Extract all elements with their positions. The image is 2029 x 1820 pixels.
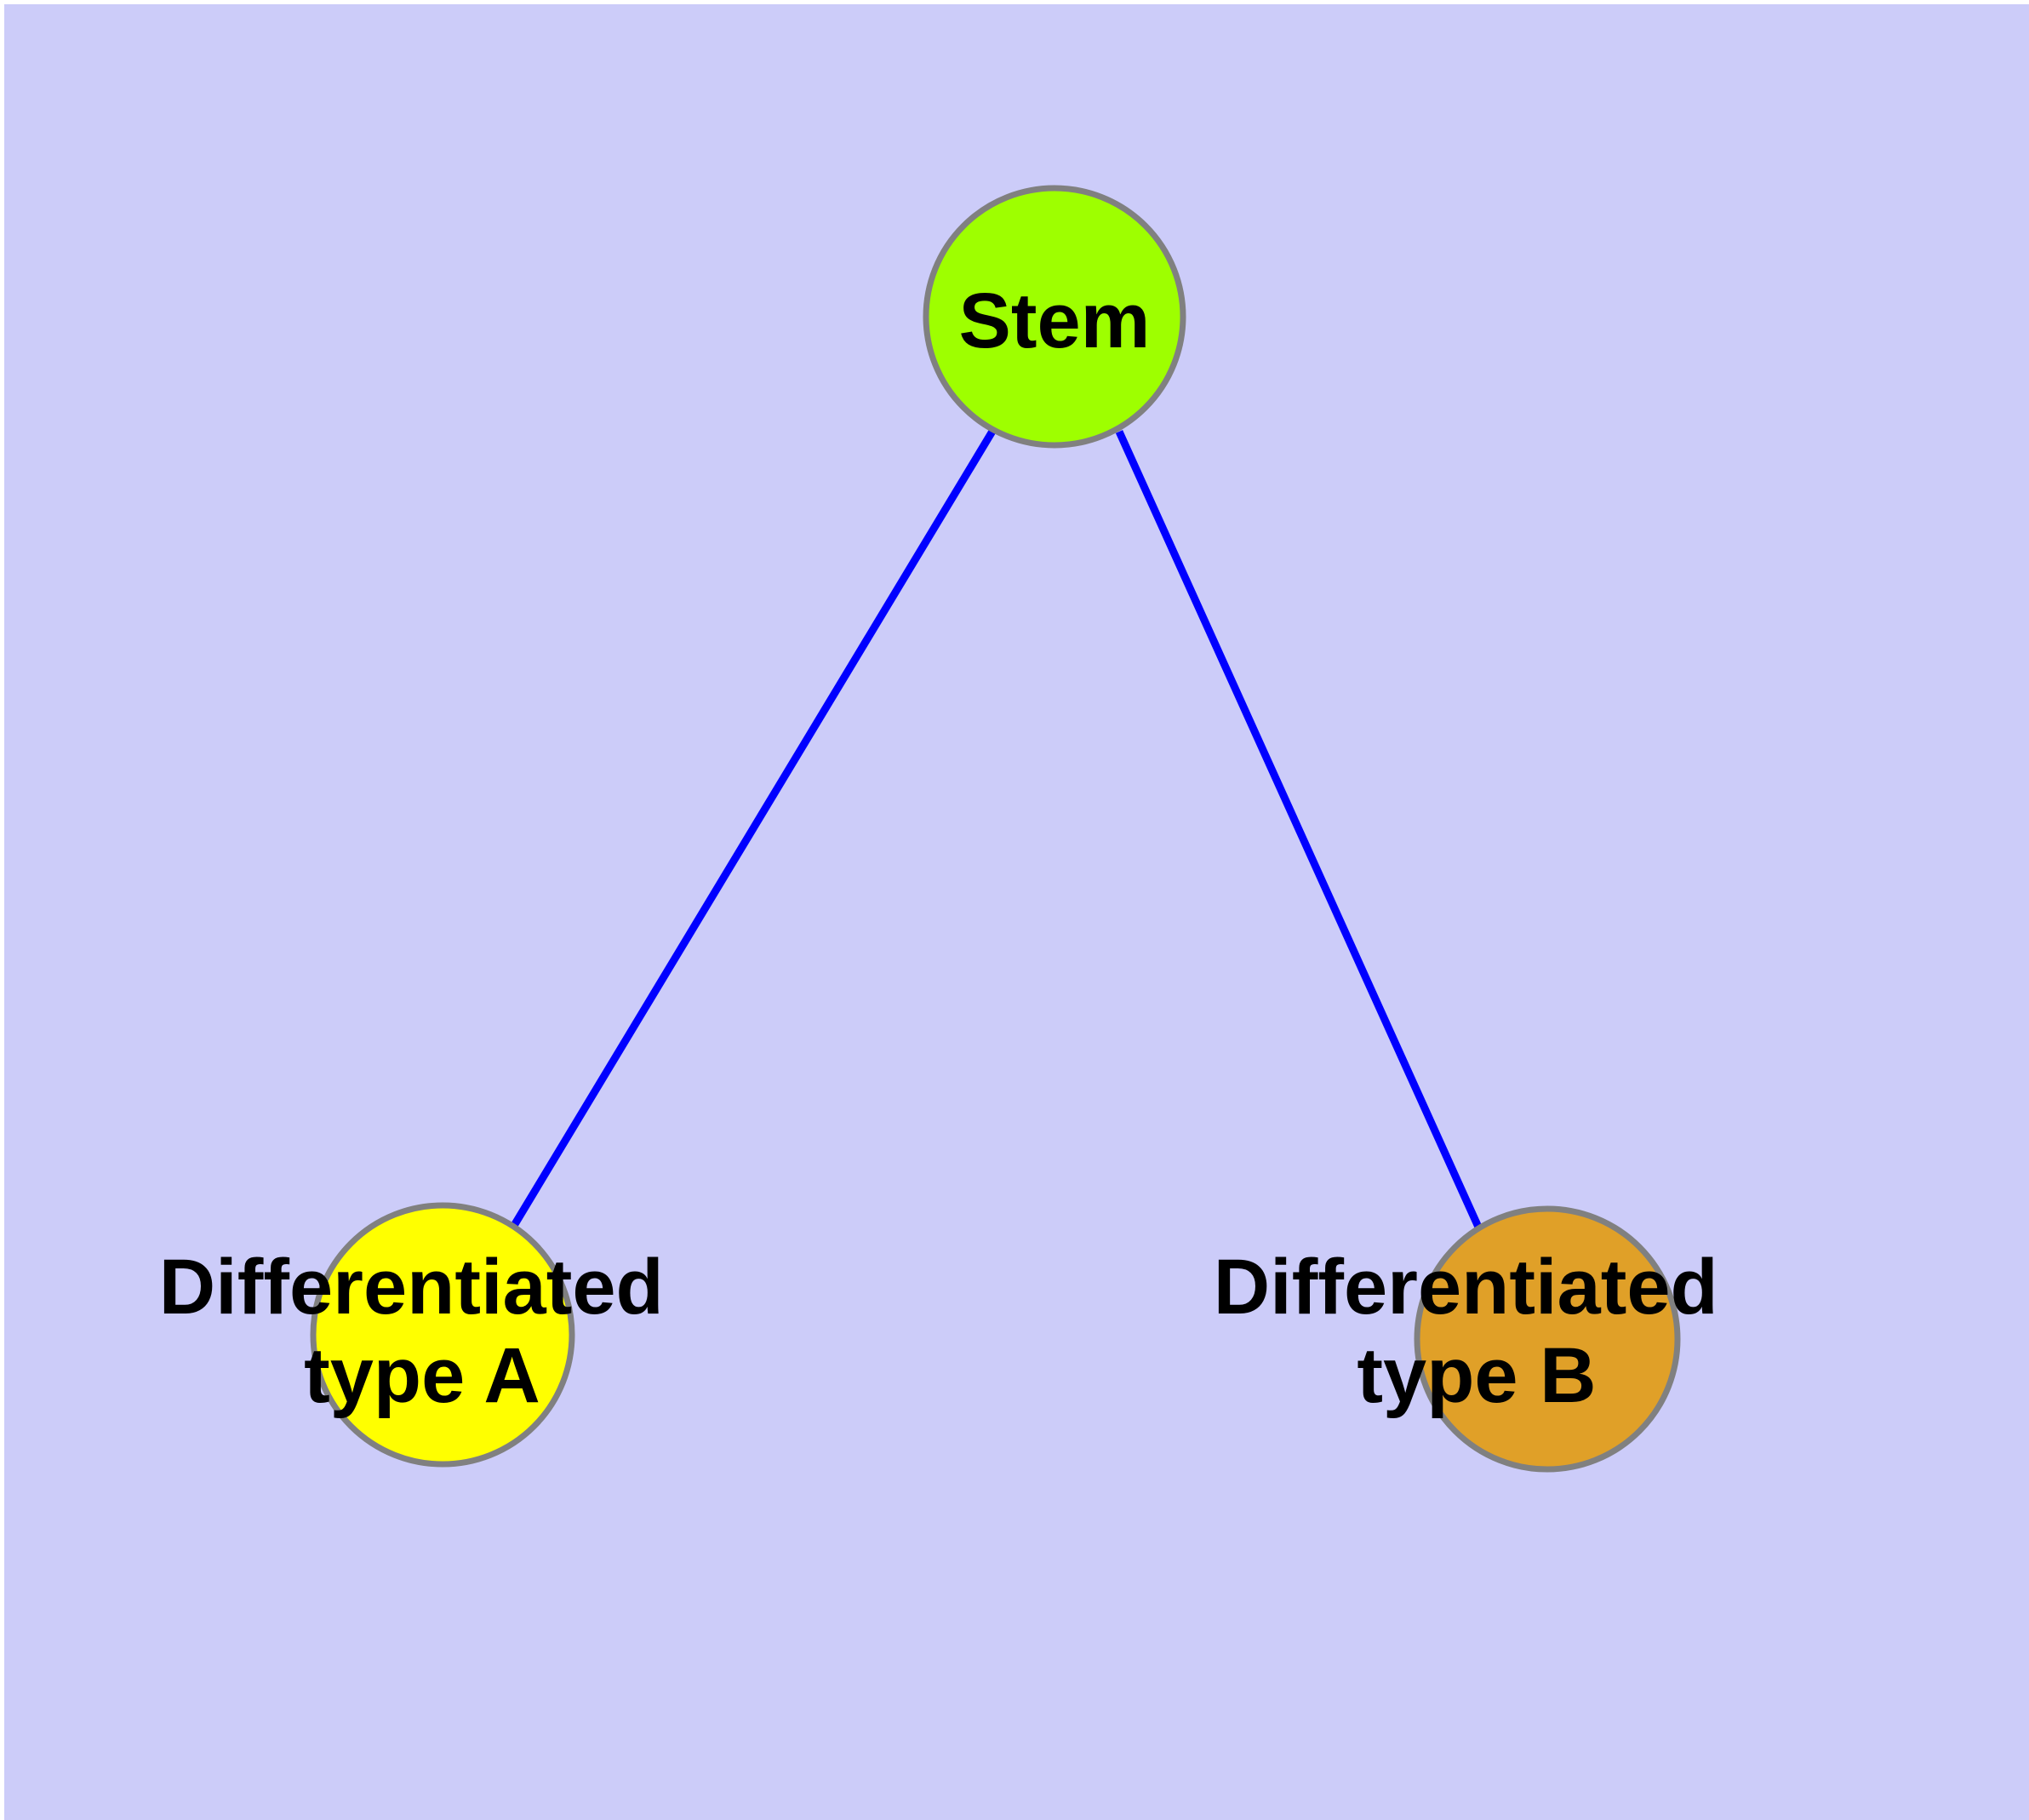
node-label-type-b-line-1: Differentiated: [1214, 1244, 1718, 1331]
edge-stem-to-type-b[interactable]: [1115, 430, 1485, 1234]
node-label-stem: Stem: [959, 278, 1151, 364]
node-differentiated-type-a[interactable]: [310, 1202, 575, 1468]
edge-stem-to-type-a[interactable]: [509, 427, 997, 1231]
edges-group: [509, 427, 1485, 1234]
node-label-differentiated-type-a: Differentiated type A: [159, 1244, 686, 1419]
node-label-stem-line-1: Stem: [959, 278, 1151, 364]
node-label-type-a-line-1: Differentiated: [159, 1244, 664, 1331]
node-label-type-b-line-2: type B: [1357, 1332, 1596, 1419]
node-label-type-a-line-2: type A: [304, 1332, 540, 1419]
node-label-differentiated-type-b: Differentiated type B: [1214, 1244, 1740, 1419]
nodes-group: [310, 185, 1681, 1473]
node-stem[interactable]: [923, 185, 1186, 449]
node-differentiated-type-b[interactable]: [1414, 1205, 1681, 1473]
node-labels-group: Stem Differentiated type A Differentiate…: [159, 278, 1740, 1419]
